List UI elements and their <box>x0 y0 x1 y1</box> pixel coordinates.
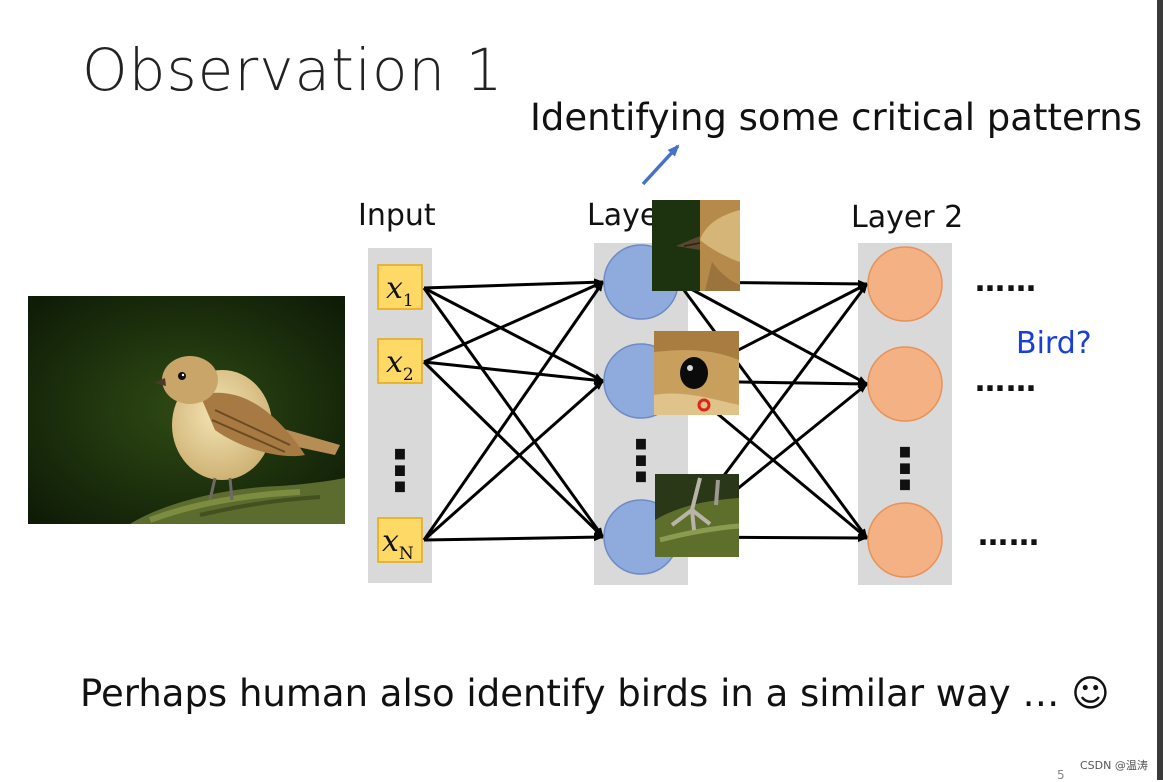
slide-title: Observation 1 <box>82 36 504 104</box>
input-column-label: Input <box>358 198 436 233</box>
output-dots-3: …… <box>978 518 1040 553</box>
output-dots-1: …… <box>975 264 1037 299</box>
layer2-node-2 <box>867 346 943 422</box>
input-label-n: xN <box>382 524 414 564</box>
bird-photo <box>28 296 345 524</box>
input-to-layer1-edges <box>422 278 605 542</box>
layer2-column-label: Layer 2 <box>851 200 964 235</box>
claw-patch-image <box>655 474 740 557</box>
layer1-column-label: Layer 1 <box>587 198 652 233</box>
pattern-annotation: Identifying some critical patterns <box>530 96 1143 139</box>
output-dots-2: …… <box>975 364 1037 399</box>
bird-question-label: Bird? <box>1016 326 1092 361</box>
input-label-1: x1 <box>386 271 414 311</box>
input-label-2: x2 <box>386 345 414 385</box>
layer2-node-1 <box>867 246 943 322</box>
beak-patch-image <box>652 200 740 291</box>
eye-patch-image <box>654 331 739 415</box>
layer2-vertical-ellipsis: ⋮ <box>877 437 933 502</box>
right-edge-bar <box>1157 0 1163 780</box>
csdn-watermark: CSDN @温涛 <box>1080 759 1148 772</box>
input-box-n <box>377 517 423 563</box>
layer2-node-3 <box>867 502 943 578</box>
input-box-1 <box>377 264 423 310</box>
input-vertical-ellipsis: ⋮ <box>372 439 428 504</box>
page-number: 5 <box>1057 768 1065 782</box>
pattern-arrow <box>641 144 680 186</box>
slide-caption: Perhaps human also identify birds in a s… <box>80 672 1110 715</box>
input-box-2 <box>377 338 423 384</box>
